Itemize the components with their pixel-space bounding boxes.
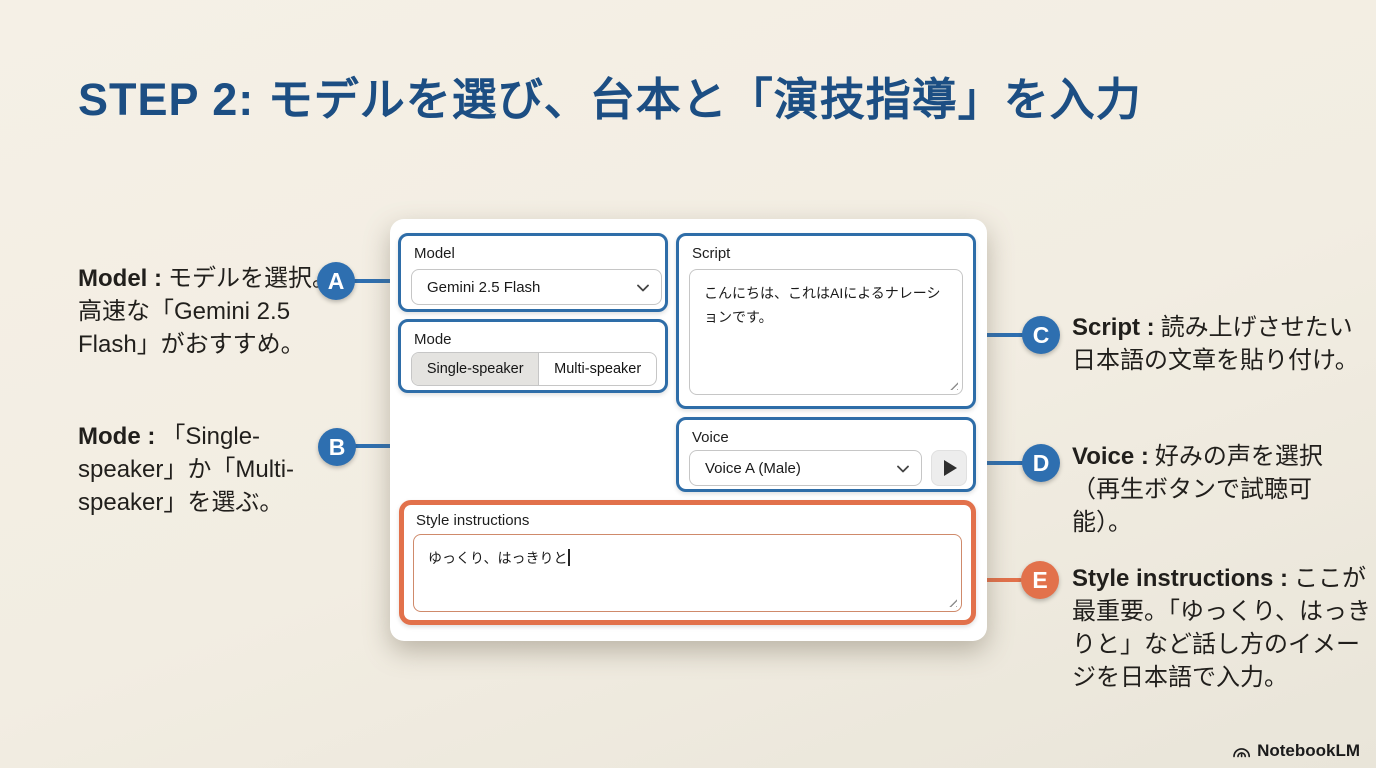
model-section: Model Gemini 2.5 Flash [398, 233, 668, 312]
mode-section: Mode Single-speaker Multi-speaker [398, 319, 668, 393]
annotation-voice-text: 好みの声を選択（再生ボタンで試聴可能）。 [1072, 443, 1323, 536]
voice-select-value: Voice A (Male) [705, 459, 801, 477]
mode-option-multi-speaker[interactable]: Multi-speaker [554, 361, 642, 377]
annotation-style: Style instructions :ここが最重要。「ゆっくり、はっきりと」な… [1072, 562, 1376, 694]
mode-segmented-control: Single-speaker Multi-speaker [411, 352, 657, 386]
connector-e-line [972, 578, 1022, 582]
annotation-voice: Voice :好みの声を選択（再生ボタンで試聴可能）。 [1072, 440, 1330, 539]
script-label: Script [692, 245, 731, 262]
badge-a: A [317, 262, 355, 300]
play-icon [944, 460, 957, 476]
style-instructions-value: ゆっくり、はっきりと [428, 550, 568, 566]
chevron-down-icon [637, 279, 649, 296]
annotation-voice-term: Voice : [1072, 443, 1149, 470]
badge-e: E [1021, 561, 1059, 599]
mode-label: Mode [414, 331, 452, 348]
voice-section: Voice Voice A (Male) [676, 417, 976, 492]
page-title: STEP 2: モデルを選び、台本と「演技指導」を入力 [78, 74, 1142, 125]
voice-preview-play-button[interactable] [931, 450, 967, 486]
resize-grip-icon[interactable] [948, 380, 958, 390]
model-label: Model [414, 245, 455, 262]
badge-c: C [1022, 316, 1060, 354]
annotation-script-text: 読み上げさせたい日本語の文章を貼り付け。 [1072, 314, 1359, 374]
text-cursor [568, 549, 570, 566]
annotation-model-text: モデルを選択。高速な「Gemini 2.5 Flash」がおすすめ。 [78, 265, 336, 358]
annotation-style-text: ここが最重要。「ゆっくり、はっきりと」など話し方のイメージを日本語で入力。 [1072, 565, 1372, 691]
annotation-model: Model :モデルを選択。高速な「Gemini 2.5 Flash」がおすすめ… [78, 262, 340, 361]
model-select-value: Gemini 2.5 Flash [427, 278, 541, 296]
annotation-script: Script :読み上げさせたい日本語の文章を貼り付け。 [1072, 311, 1364, 377]
badge-b: B [318, 428, 356, 466]
resize-grip-icon[interactable] [947, 597, 957, 607]
annotation-style-term: Style instructions : [1072, 565, 1289, 592]
badge-d: D [1022, 444, 1060, 482]
voice-label: Voice [692, 429, 729, 446]
chevron-down-icon [897, 460, 909, 477]
style-instructions-label: Style instructions [416, 512, 530, 529]
script-section: Script こんにちは、これはAIによるナレーションです。 [676, 233, 976, 409]
brand-name: NotebookLM [1257, 741, 1360, 760]
tts-form-card: Model Gemini 2.5 Flash Mode Single-speak… [390, 219, 987, 641]
brand-footer: NotebookLM [1231, 741, 1360, 761]
script-textarea[interactable]: こんにちは、これはAIによるナレーションです。 [689, 269, 963, 395]
annotation-script-term: Script : [1072, 314, 1155, 341]
style-instructions-textarea[interactable]: ゆっくり、はっきりと [413, 534, 962, 612]
connector-a-line [352, 279, 400, 283]
connector-d-line [974, 461, 1024, 465]
annotation-model-term: Model : [78, 265, 162, 292]
style-instructions-section: Style instructions ゆっくり、はっきりと [399, 500, 976, 625]
mode-option-single-speaker[interactable]: Single-speaker [412, 353, 540, 385]
connector-c-line [974, 333, 1024, 337]
model-select[interactable]: Gemini 2.5 Flash [411, 269, 662, 305]
annotation-mode-term: Mode : [78, 423, 156, 450]
annotation-mode: Mode :「Single-speaker」か「Multi-speaker」を選… [78, 420, 340, 519]
notebooklm-logo-icon [1231, 743, 1252, 759]
annotation-mode-text: 「Single-speaker」か「Multi-speaker」を選ぶ。 [78, 423, 295, 516]
script-textarea-value: こんにちは、これはAIによるナレーションです。 [704, 285, 941, 325]
voice-select[interactable]: Voice A (Male) [689, 450, 922, 486]
